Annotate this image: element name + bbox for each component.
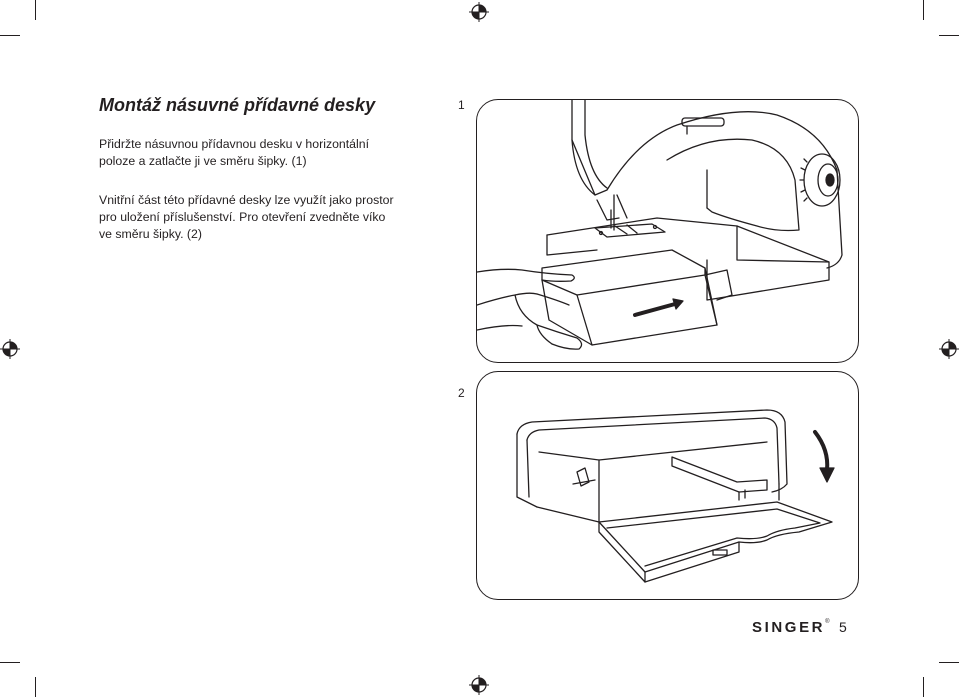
figure-2-number: 2	[458, 386, 465, 400]
brand-logo: SINGER®	[752, 619, 830, 636]
registration-mark-icon	[469, 2, 489, 22]
figure-2-illustration	[476, 371, 859, 600]
page-title: Montáž násuvné přídavné desky	[99, 95, 376, 115]
crop-mark-top-left-h	[0, 35, 20, 36]
crop-mark-top-left-v	[35, 0, 36, 20]
registration-mark-icon	[939, 339, 959, 359]
brand-name: SINGER	[752, 619, 826, 636]
paragraph-line: ve směru šipky. (2)	[99, 227, 202, 241]
figure-1-illustration	[476, 99, 859, 363]
crop-mark-bottom-right-h	[939, 662, 959, 663]
paragraph-line: poloze a zatlačte ji ve směru šipky. (1)	[99, 154, 307, 168]
figure-1-number: 1	[458, 98, 465, 112]
page-number: 5	[839, 619, 847, 635]
registered-trademark: ®	[825, 619, 830, 625]
crop-mark-bottom-left-h	[0, 662, 20, 663]
crop-mark-top-right-h	[939, 35, 959, 36]
registration-mark-icon	[469, 675, 489, 695]
instruction-paragraph-2: Vnitřní část této přídavné desky lze vyu…	[99, 192, 429, 243]
crop-mark-bottom-left-v	[35, 677, 36, 697]
instruction-paragraph-1: Přidržte násuvnou přídavnou desku v hori…	[99, 136, 429, 170]
crop-mark-top-right-v	[923, 0, 924, 20]
registration-mark-icon	[0, 339, 20, 359]
paragraph-line: pro uložení příslušenství. Pro otevření …	[99, 210, 386, 224]
crop-mark-bottom-right-v	[923, 677, 924, 697]
paragraph-line: Vnitřní část této přídavné desky lze vyu…	[99, 193, 394, 207]
paragraph-line: Přidržte násuvnou přídavnou desku v hori…	[99, 137, 370, 151]
